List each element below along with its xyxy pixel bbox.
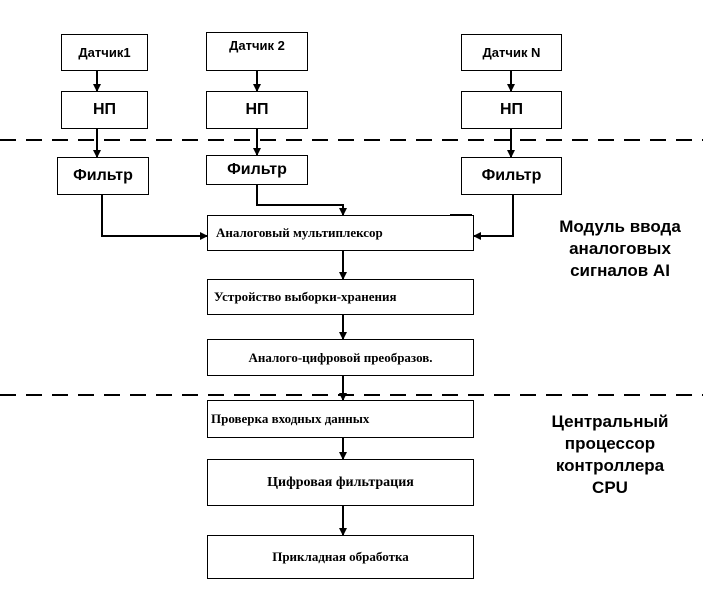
filter-n-box: Фильтр	[461, 157, 562, 195]
module-label: Модуль ввода аналоговых сигналов AI	[540, 216, 700, 282]
filter-1-label: Фильтр	[73, 167, 133, 184]
mux-box: Аналоговый мультиплексор	[207, 215, 474, 251]
filter-n-label: Фильтр	[481, 167, 542, 184]
sensor-2-box: Датчик 2	[206, 32, 308, 71]
sensor-n-label: Датчик N	[482, 45, 541, 60]
cpu-label-line-4: CPU	[592, 478, 628, 497]
filter-2-label: Фильтр	[227, 161, 287, 178]
sample-hold-label: Устройство выборки-хранения	[214, 289, 397, 304]
sensor-1-box: Датчик1	[61, 34, 148, 71]
arrow-filter2-mux	[256, 185, 347, 216]
app-processing-label: Прикладная обработка	[272, 549, 409, 564]
cpu-label: Центральный процессор контроллера CPU	[530, 411, 690, 499]
input-check-box: Проверка входных данных	[207, 400, 474, 438]
converter-2-box: НП	[206, 91, 308, 129]
converter-1-box: НП	[61, 91, 148, 129]
filter-2-box: Фильтр	[206, 155, 308, 185]
converter-2-label: НП	[245, 101, 269, 118]
cpu-label-line-2: процессор	[564, 434, 656, 453]
input-check-label: Проверка входных данных	[211, 411, 370, 426]
cpu-label-line-1: Центральный	[551, 412, 669, 431]
sample-hold-box: Устройство выборки-хранения	[207, 279, 474, 315]
converter-1-label: НП	[92, 101, 117, 118]
converter-n-box: НП	[461, 91, 562, 129]
module-label-line-3: сигналов AI	[570, 261, 670, 280]
module-label-line-2: аналоговых	[569, 239, 671, 258]
digital-filter-label: Цифровая фильтрация	[267, 474, 414, 490]
arrow-filter1-mux	[101, 195, 208, 240]
cpu-label-line-3: контроллера	[555, 456, 665, 475]
adc-label: Аналого-цифровой преобразов.	[248, 349, 433, 365]
digital-filter-box: Цифровая фильтрация	[207, 459, 474, 506]
converter-n-label: НП	[499, 101, 524, 118]
sensor-2-label: Датчик 2	[229, 38, 285, 53]
module-label-line-1: Модуль ввода	[559, 217, 681, 236]
arrow-filterN-mux	[473, 195, 514, 240]
adc-box: Аналого-цифровой преобразов.	[207, 339, 474, 376]
sensor-n-box: Датчик N	[461, 34, 562, 71]
filter-1-box: Фильтр	[57, 157, 149, 195]
mux-label: Аналоговый мультиплексор	[216, 225, 383, 240]
sensor-1-label: Датчик1	[78, 45, 131, 60]
app-processing-box: Прикладная обработка	[207, 535, 474, 579]
